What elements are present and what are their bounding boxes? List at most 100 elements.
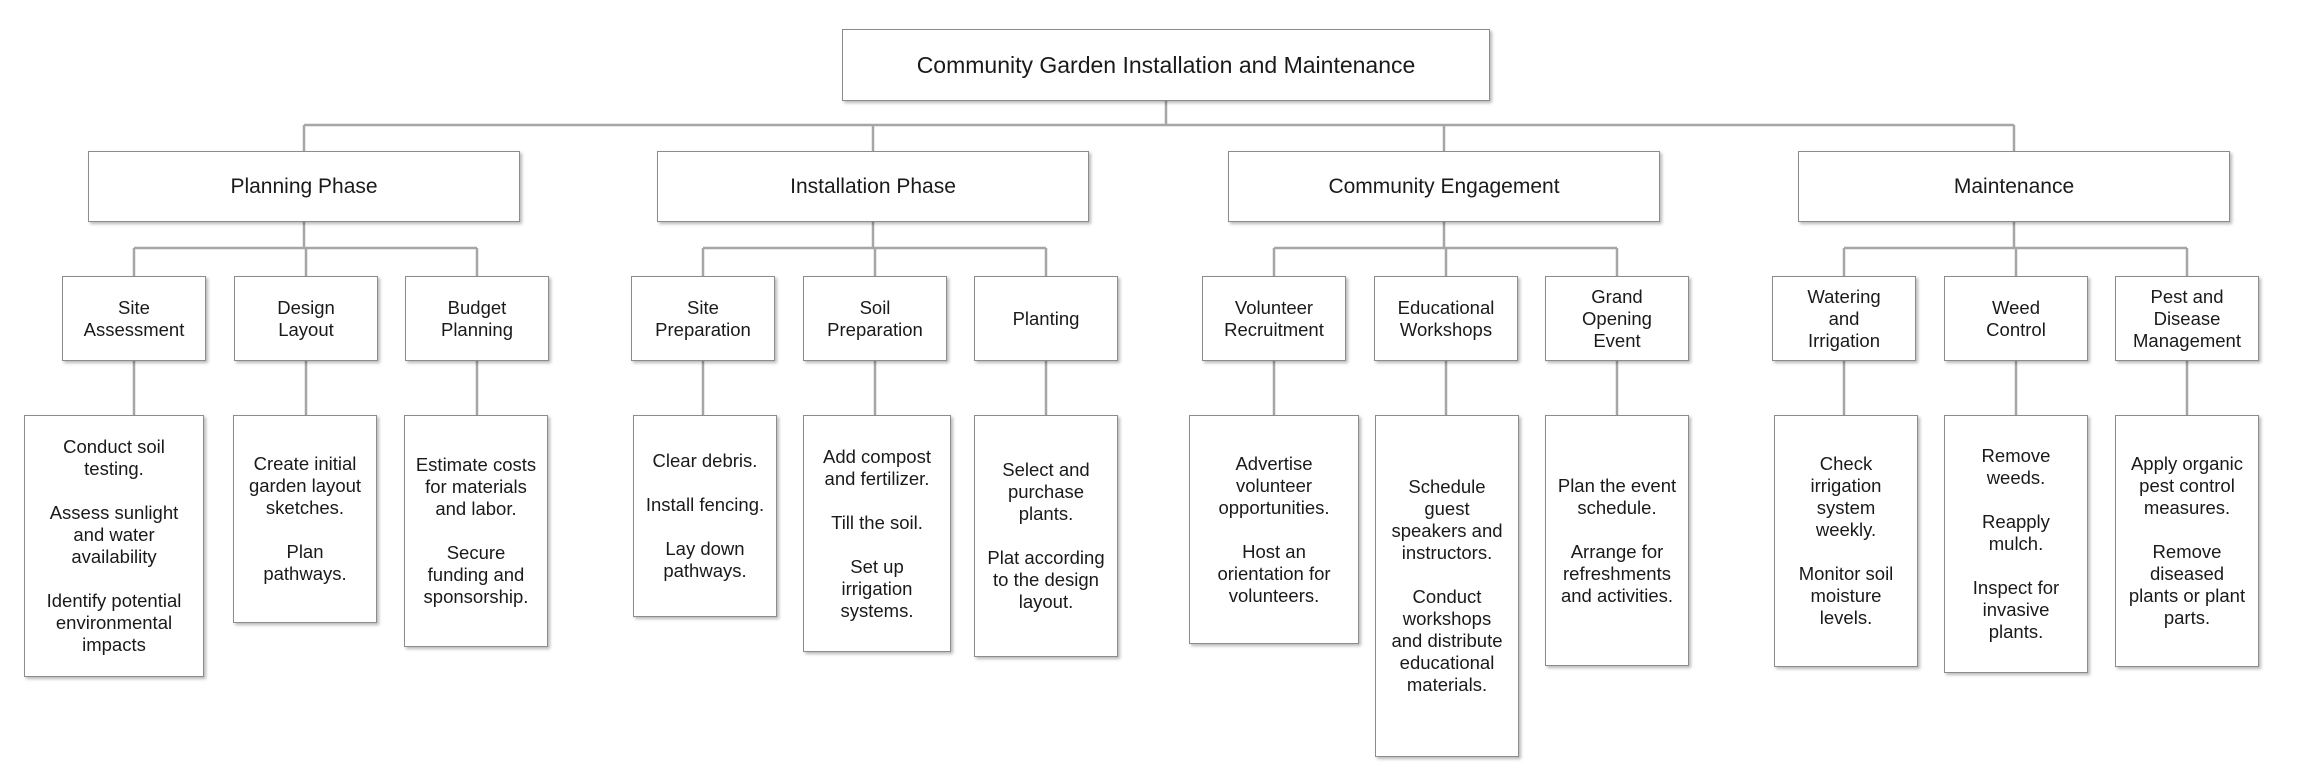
subtask-item: Conduct soil testing. bbox=[63, 436, 165, 479]
task-title-line: and bbox=[1828, 307, 1860, 329]
task-title-line: Grand bbox=[1591, 285, 1643, 307]
task-title-line: Management bbox=[2133, 329, 2241, 351]
subtask-node: Advertise volunteer opportunities. Host a… bbox=[1189, 415, 1359, 644]
task-title-line: Layout bbox=[278, 318, 334, 340]
subtask-item: Secure funding and sponsorship. bbox=[423, 542, 529, 607]
task-title-line: Budget bbox=[447, 296, 507, 318]
subtask-item: Host an orientation for volunteers. bbox=[1217, 540, 1331, 606]
subtask-list: Estimate costs for materials and labor. S… bbox=[415, 454, 537, 608]
subtask-list: Select and purchase plants. Plat accordin… bbox=[985, 459, 1107, 613]
phase-title: Planning Phase bbox=[230, 174, 378, 198]
subtask-item: Till the soil. bbox=[831, 511, 923, 533]
task-title-line: Disease bbox=[2153, 307, 2221, 329]
task-title-line: Planting bbox=[1012, 307, 1080, 329]
subtask-item: Check irrigation system weekly. bbox=[1810, 453, 1882, 540]
subtask-item: Schedule guest speakers and instructors. bbox=[1391, 476, 1503, 563]
task-title-line: Control bbox=[1986, 318, 2046, 340]
subtask-list: Create initial garden layout sketches. Pl… bbox=[244, 453, 366, 585]
phase-title: Maintenance bbox=[1953, 174, 2075, 198]
subtask-node: Check irrigation system weekly. Monitor s… bbox=[1774, 415, 1918, 667]
subtask-item: Install fencing. bbox=[645, 494, 765, 515]
task-title-line: Opening bbox=[1582, 307, 1652, 329]
task-title-line: Site bbox=[687, 296, 719, 318]
task-title-line: Irrigation bbox=[1808, 329, 1880, 351]
subtask-node: Add compost and fertilizer. Till the soil… bbox=[803, 415, 951, 652]
subtask-item: Conduct workshops and distribute educati… bbox=[1391, 586, 1503, 695]
task-title-line: Watering bbox=[1807, 285, 1881, 307]
subtask-item: Lay down pathways. bbox=[663, 538, 747, 581]
task-title-line: Volunteer bbox=[1234, 296, 1314, 318]
phase-node: Planning Phase bbox=[88, 151, 520, 222]
subtask-node: Remove weeds. Reapply mulch. Inspect for i… bbox=[1944, 415, 2088, 673]
phase-title: Community Engagement bbox=[1328, 174, 1560, 198]
task-title-line: Preparation bbox=[655, 318, 751, 340]
subtask-node: Clear debris. Install fencing. Lay down pa… bbox=[633, 415, 777, 617]
subtask-node: Conduct soil testing. Assess sunlight and… bbox=[24, 415, 204, 677]
subtask-list: Add compost and fertilizer. Till the soil… bbox=[814, 446, 940, 622]
subtask-list: Schedule guest speakers and instructors.… bbox=[1386, 476, 1508, 696]
task-title-line: Educational bbox=[1397, 296, 1495, 318]
task-title-line: Assessment bbox=[83, 318, 185, 340]
subtask-node: Select and purchase plants. Plat accordin… bbox=[974, 415, 1118, 657]
subtask-item: Plan the event schedule. bbox=[1557, 474, 1677, 518]
subtask-list: Check irrigation system weekly. Monitor s… bbox=[1785, 453, 1907, 629]
subtask-item: Add compost and fertilizer. bbox=[823, 445, 931, 489]
task-title-line: Preparation bbox=[827, 318, 923, 340]
subtask-item: Set up irrigation systems. bbox=[840, 555, 914, 621]
subtask-item: Create initial garden layout sketches. bbox=[248, 453, 362, 518]
subtask-list: Clear debris. Install fencing. Lay down pa… bbox=[644, 450, 766, 582]
subtask-item: Plat according to the design layout. bbox=[987, 547, 1105, 612]
task-title-line: Workshops bbox=[1399, 318, 1493, 340]
subtask-list: Advertise volunteer opportunities. Host a… bbox=[1200, 453, 1348, 607]
task-title-line: Design bbox=[277, 296, 335, 318]
root-title: Community Garden Installation and Mainte… bbox=[916, 51, 1416, 78]
subtask-item: Monitor soil moisture levels. bbox=[1798, 563, 1894, 628]
subtask-list: Apply organic pest control measures. Remo… bbox=[2126, 453, 2248, 629]
phase-node: Community Engagement bbox=[1228, 151, 1660, 222]
root-node: Community Garden Installation and Mainte… bbox=[842, 29, 1490, 101]
subtask-node: Create initial garden layout sketches. Pl… bbox=[233, 415, 377, 623]
task-node: Planting bbox=[974, 276, 1118, 361]
subtask-node: Estimate costs for materials and labor. S… bbox=[404, 415, 548, 647]
subtask-item: Advertise volunteer opportunities. bbox=[1218, 452, 1330, 518]
task-title-line: Event bbox=[1593, 329, 1641, 351]
subtask-list: Remove weeds. Reapply mulch. Inspect for i… bbox=[1955, 445, 2077, 643]
subtask-item: Identify potential environmental impacts bbox=[46, 590, 182, 655]
task-title-line: Site bbox=[118, 296, 150, 318]
subtask-node: Plan the event schedule. Arrange for refr… bbox=[1545, 415, 1689, 666]
subtask-list: Plan the event schedule. Arrange for refr… bbox=[1556, 475, 1678, 607]
subtask-item: Plan pathways. bbox=[263, 541, 347, 584]
subtask-item: Clear debris. bbox=[652, 450, 758, 471]
phase-node: Installation Phase bbox=[657, 151, 1089, 222]
subtask-node: Apply organic pest control measures. Remo… bbox=[2115, 415, 2259, 667]
subtask-item: Inspect for invasive plants. bbox=[1972, 577, 2060, 642]
subtask-node: Schedule guest speakers and instructors.… bbox=[1375, 415, 1519, 757]
task-title-line: Recruitment bbox=[1224, 318, 1324, 340]
task-title-line: Weed bbox=[1992, 296, 2040, 318]
task-title-line: Pest and bbox=[2150, 285, 2224, 307]
task-title-line: Planning bbox=[440, 318, 513, 340]
subtask-item: Select and purchase plants. bbox=[1002, 459, 1090, 524]
subtask-list: Conduct soil testing. Assess sunlight and… bbox=[35, 436, 193, 656]
subtask-item: Remove diseased plants or plant parts. bbox=[2128, 541, 2246, 628]
subtask-item: Remove weeds. bbox=[1981, 445, 2051, 488]
subtask-item: Estimate costs for materials and labor. bbox=[415, 454, 537, 519]
phase-node: Maintenance bbox=[1798, 151, 2230, 222]
subtask-item: Assess sunlight and water availability bbox=[49, 502, 179, 567]
subtask-item: Reapply mulch. bbox=[1982, 511, 2050, 554]
subtask-item: Apply organic pest control measures. bbox=[2130, 453, 2244, 518]
phase-title: Installation Phase bbox=[790, 174, 956, 198]
subtask-item: Arrange for refreshments and activities. bbox=[1560, 540, 1674, 606]
